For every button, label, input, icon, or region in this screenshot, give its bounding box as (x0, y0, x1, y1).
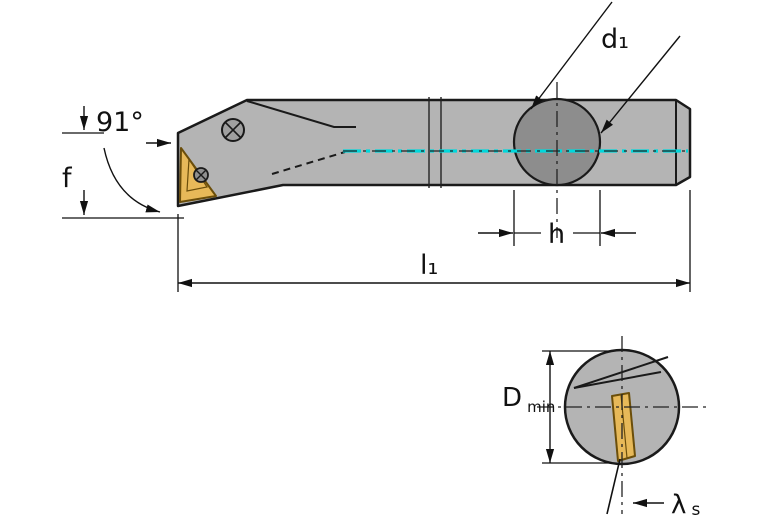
label-l1: l₁ (420, 250, 438, 281)
head-edge-line (246, 100, 356, 128)
dimensions-end-view: D min λ s (502, 350, 700, 520)
insert-screw-icon (193, 167, 209, 183)
clamp-screw-icon (221, 118, 245, 142)
angle-arc (103, 147, 161, 213)
dimensions-main-view: 91° f d₁ h l₁ (62, 1, 691, 292)
dim-d1-line-1 (530, 1, 613, 110)
label-lambda-s: λ s (671, 490, 700, 520)
dim-d1-line-2 (600, 35, 681, 134)
bar-body (176, 98, 692, 208)
end-view-flat-edge-1 (573, 356, 669, 389)
label-h: h (548, 219, 565, 250)
hidden-edge-line (271, 151, 346, 175)
end-view-flat-edge-2 (573, 371, 662, 389)
lambda-s-slant-line (606, 458, 621, 515)
label-f: f (62, 163, 73, 194)
label-d1: d₁ (601, 24, 629, 55)
end-view (537, 336, 706, 515)
label-dmin: D min (502, 383, 555, 416)
main-side-view (176, 82, 692, 238)
